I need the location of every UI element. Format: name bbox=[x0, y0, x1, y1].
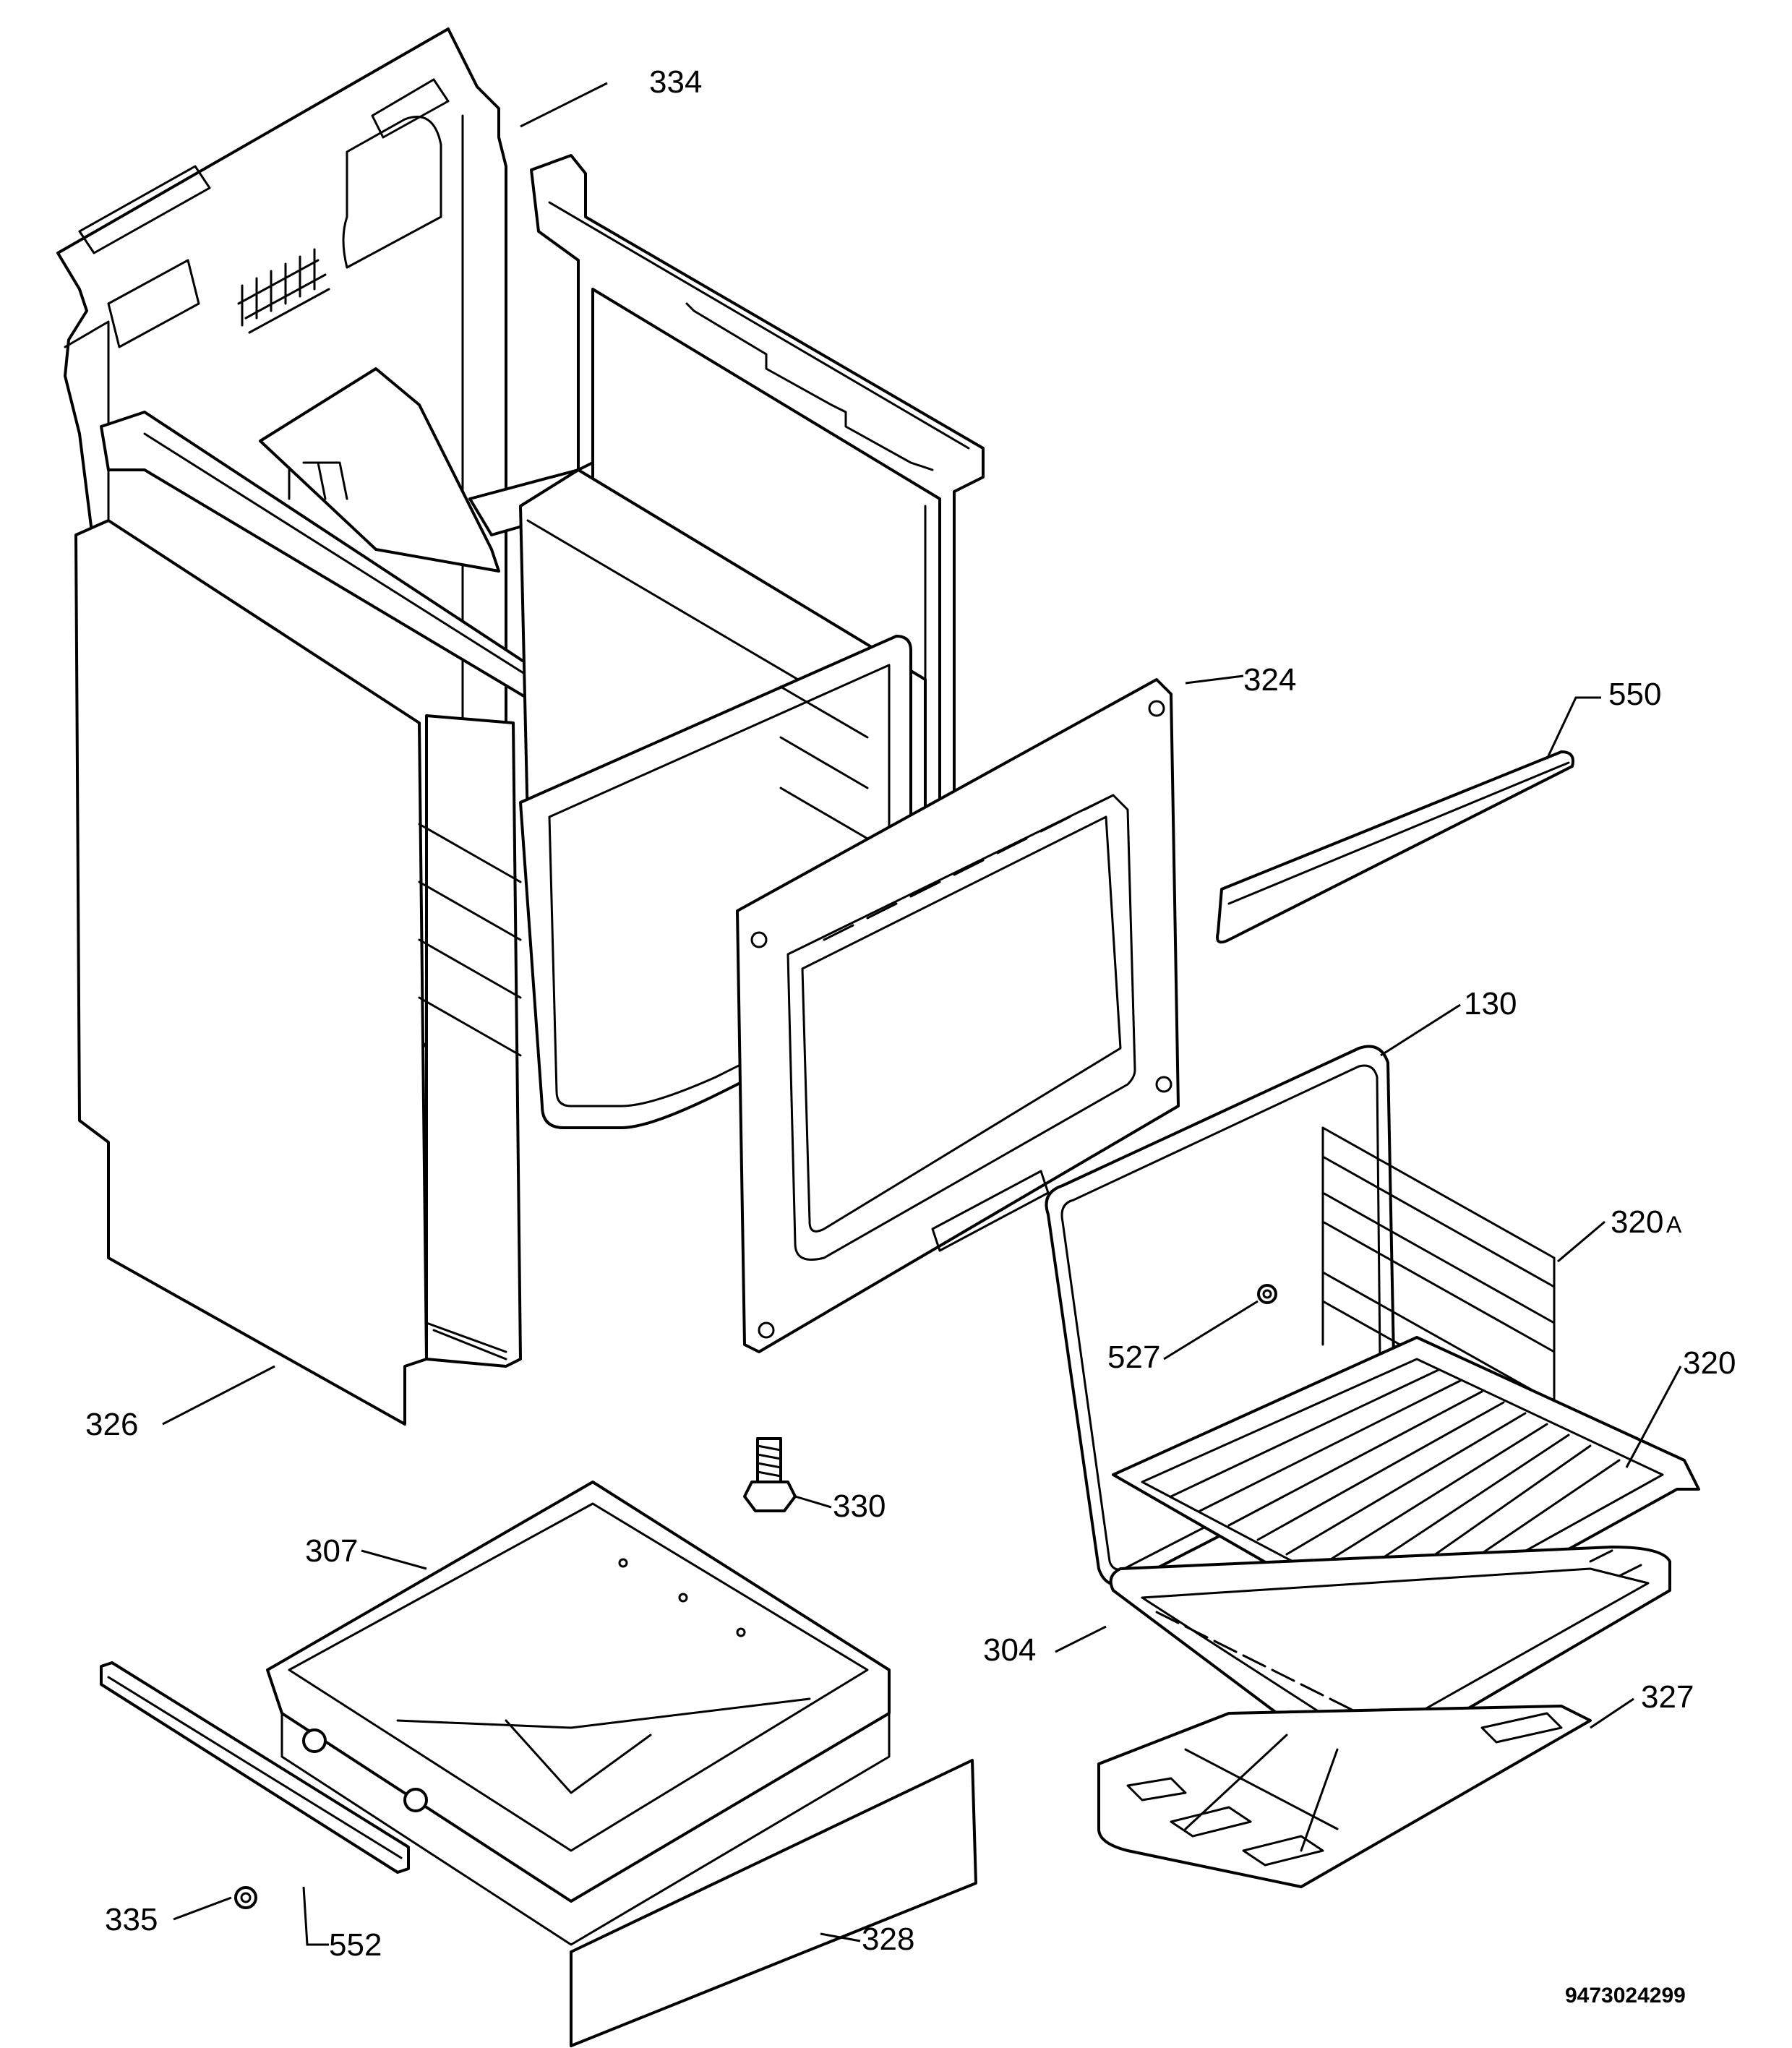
part-307-drawer bbox=[266, 1481, 891, 1946]
callout-550: 550 bbox=[1608, 677, 1661, 712]
callout-130: 130 bbox=[1464, 986, 1517, 1021]
callout-320a: 320 bbox=[1611, 1204, 1663, 1240]
drawing-number: 9473024299 bbox=[1565, 1984, 1686, 2008]
callout-330: 330 bbox=[833, 1488, 886, 1524]
callout-labels: 334 324 550 130 320 A 527 320 326 330 30… bbox=[85, 64, 1736, 2008]
callout-334: 334 bbox=[649, 64, 702, 100]
part-527-nut bbox=[1257, 1284, 1277, 1304]
part-330-foot-screw bbox=[743, 1437, 797, 1512]
part-326-side-panel bbox=[74, 519, 522, 1426]
part-328-drawer-front bbox=[570, 1759, 977, 2047]
part-324-front-frame bbox=[736, 678, 1180, 1353]
callout-327: 327 bbox=[1641, 1679, 1694, 1715]
callout-320a-suffix: A bbox=[1666, 1212, 1682, 1238]
callout-527: 527 bbox=[1107, 1340, 1160, 1375]
callout-326: 326 bbox=[85, 1407, 138, 1442]
callout-328: 328 bbox=[862, 1921, 914, 1957]
callout-335: 335 bbox=[105, 1902, 158, 1937]
callout-324: 324 bbox=[1243, 662, 1296, 698]
callout-307: 307 bbox=[305, 1533, 358, 1569]
callout-552: 552 bbox=[329, 1927, 382, 1963]
part-335-roller bbox=[234, 1886, 257, 1909]
leader-lines bbox=[162, 82, 1682, 1946]
part-552-drawer-runner bbox=[100, 1661, 410, 1874]
callout-304: 304 bbox=[983, 1632, 1036, 1668]
callout-320: 320 bbox=[1683, 1345, 1736, 1381]
part-550-trim-strip bbox=[1216, 750, 1574, 944]
part-327-bottom-plate bbox=[1097, 1705, 1592, 1888]
